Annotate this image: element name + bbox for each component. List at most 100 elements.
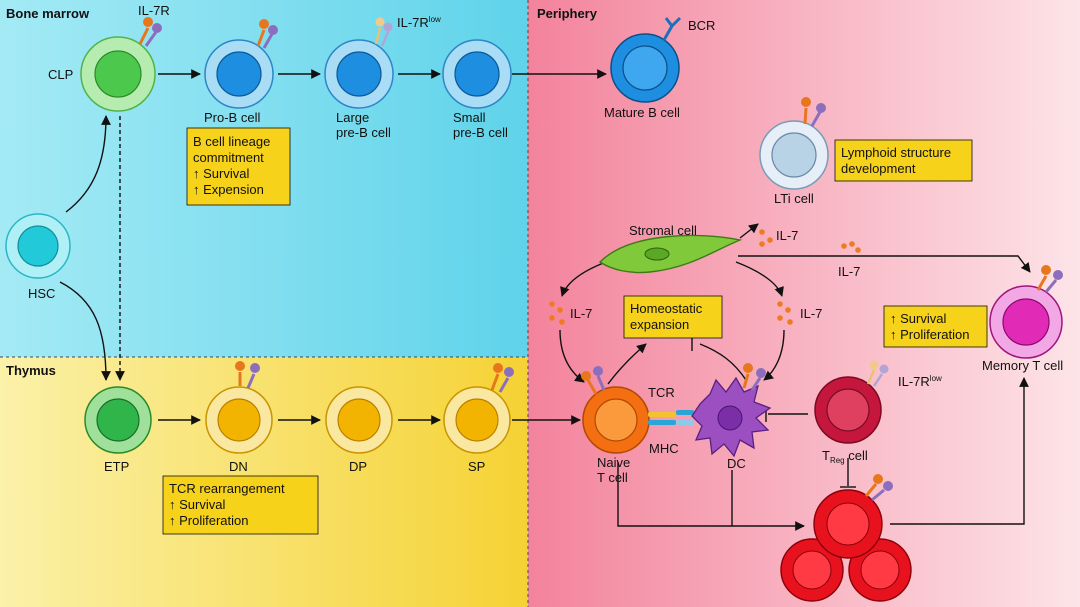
tcr-label: TCR — [648, 385, 675, 400]
mature-b-cell — [610, 33, 680, 103]
il7r-label: IL-7R — [138, 3, 170, 18]
tcr-mhc-synapse-icon — [648, 410, 694, 425]
il7r-receptor-icon — [490, 363, 514, 393]
arrow-hsc-clp — [65, 115, 111, 213]
memory-label: Memory T cell — [982, 358, 1063, 373]
stromal-label: Stromal cell — [629, 223, 697, 238]
treg-main: T — [822, 448, 830, 463]
dn-label: DN — [229, 459, 248, 474]
il7r-receptor-icon — [256, 19, 278, 49]
small-pre-b-cell — [442, 39, 512, 109]
box-tcr-rearrangement: TCR rearrangement ↑ Survival ↑ Prolifera… — [162, 475, 319, 535]
region-label-periphery: Periphery — [537, 6, 598, 21]
box-b-cell-line-1: B cell lineage — [193, 134, 270, 149]
il7r-receptor-icon — [138, 17, 162, 47]
il7-dots-memory — [841, 241, 861, 253]
pro-b-label: Pro-B cell — [204, 110, 260, 125]
il7-dots-lti — [759, 229, 773, 247]
clp-label: CLP — [48, 67, 73, 82]
il7-dc-label: IL-7 — [800, 306, 822, 321]
il7-naive-label: IL-7 — [570, 306, 592, 321]
box-tcr-line-1: TCR rearrangement — [169, 481, 285, 496]
box-tcr-line-3: ↑ Proliferation — [169, 513, 248, 528]
large-pre-b-cell — [324, 39, 394, 109]
arrow-naive-effector — [617, 462, 805, 531]
box-homeostatic-line-1: Homeostatic — [630, 301, 703, 316]
treg-tail: cell — [845, 448, 868, 463]
il7r-low-treg-main: IL-7R — [898, 374, 930, 389]
il7r-receptor-icon — [235, 361, 260, 389]
box-b-cell-lineage: B cell lineage commitment ↑ Survival ↑ E… — [186, 127, 291, 206]
il7r-low-receptor-icon — [374, 17, 393, 47]
box-tcr-line-2: ↑ Survival — [169, 497, 225, 512]
il7r-low-receptor-icon — [866, 360, 889, 387]
effector-t-cells — [780, 489, 912, 602]
lti-label: LTi cell — [774, 191, 814, 206]
bcr-label: BCR — [688, 18, 715, 33]
arrow-hsc-etp — [59, 281, 111, 381]
hsc-cell — [5, 213, 71, 279]
il7r-low-main: IL-7R — [397, 15, 429, 30]
il7r-low-treg-sup: low — [930, 374, 942, 383]
dp-cell — [325, 386, 393, 454]
arrow-il7-dc — [763, 329, 785, 381]
region-label-bone-marrow: Bone marrow — [6, 6, 90, 21]
mature-b-label: Mature B cell — [604, 105, 680, 120]
memory-t-cell — [989, 285, 1063, 359]
box-homeostatic-expansion: Homeostatic expansion — [623, 295, 723, 339]
il7-dots-naive — [549, 301, 565, 325]
box-b-cell-line-4: ↑ Expension — [193, 182, 264, 197]
arrows — [59, 69, 1031, 531]
box-memory-survival: ↑ Survival ↑ Proliferation — [883, 305, 988, 348]
naive-t-cell — [582, 386, 650, 454]
il7-dots-dc — [777, 301, 793, 325]
il7r-receptor-icon — [801, 97, 826, 127]
bcr-receptor-icon — [662, 16, 682, 41]
arrow-stromal-lti-il7 — [739, 223, 759, 239]
il7r-low-label: IL-7Rlow — [397, 15, 441, 30]
inhibit-dc-homeostatic — [699, 343, 747, 381]
il7-memory-label: IL-7 — [838, 264, 860, 279]
etp-label: ETP — [104, 459, 129, 474]
dendritic-cell — [691, 376, 772, 458]
arrow-stromal-naive — [560, 261, 607, 297]
region-label-thymus: Thymus — [6, 363, 56, 378]
large-pre-b-label-1: Large — [336, 110, 369, 125]
hsc-label: HSC — [28, 286, 55, 301]
treg-cell — [814, 376, 882, 444]
box-lymphoid-line-2: development — [841, 161, 916, 176]
naive-label-2: T cell — [597, 470, 628, 485]
sp-label: SP — [468, 459, 485, 474]
treg-label: TReg cell — [822, 448, 868, 465]
il7r-receptor-icon — [742, 363, 766, 391]
il7r-receptor-icon — [1036, 265, 1063, 293]
arrow-naive-homeostatic — [607, 343, 647, 385]
il7r-receptor-icon — [864, 474, 893, 502]
clp-cell — [80, 36, 156, 112]
arrow-stromal-memory — [738, 255, 1031, 273]
box-memory-line-2: ↑ Proliferation — [890, 327, 969, 342]
box-b-cell-line-3: ↑ Survival — [193, 166, 249, 181]
dp-label: DP — [349, 459, 367, 474]
treg-sub: Reg — [830, 456, 845, 465]
lti-cell — [759, 120, 829, 190]
il7r-receptor-icon — [581, 366, 606, 395]
box-homeostatic-line-2: expansion — [630, 317, 689, 332]
arrow-il7-naive — [559, 329, 585, 383]
small-pre-b-label-1: Small — [453, 110, 486, 125]
box-b-cell-line-2: commitment — [193, 150, 264, 165]
il7r-low-sup: low — [429, 15, 441, 24]
mhc-label: MHC — [649, 441, 679, 456]
arrow-stromal-dc — [735, 261, 784, 297]
small-pre-b-label-2: pre-B cell — [453, 125, 508, 140]
stromal-cell — [598, 234, 743, 274]
box-memory-line-1: ↑ Survival — [890, 311, 946, 326]
il7r-low-label-treg: IL-7Rlow — [898, 374, 942, 389]
sp-cell — [443, 386, 511, 454]
dn-cell — [205, 386, 273, 454]
etp-cell — [84, 386, 152, 454]
box-lymphoid-line-1: Lymphoid structure — [841, 145, 951, 160]
box-lymphoid-structure: Lymphoid structure development — [834, 139, 973, 182]
arrow-effector-memory — [890, 377, 1029, 525]
